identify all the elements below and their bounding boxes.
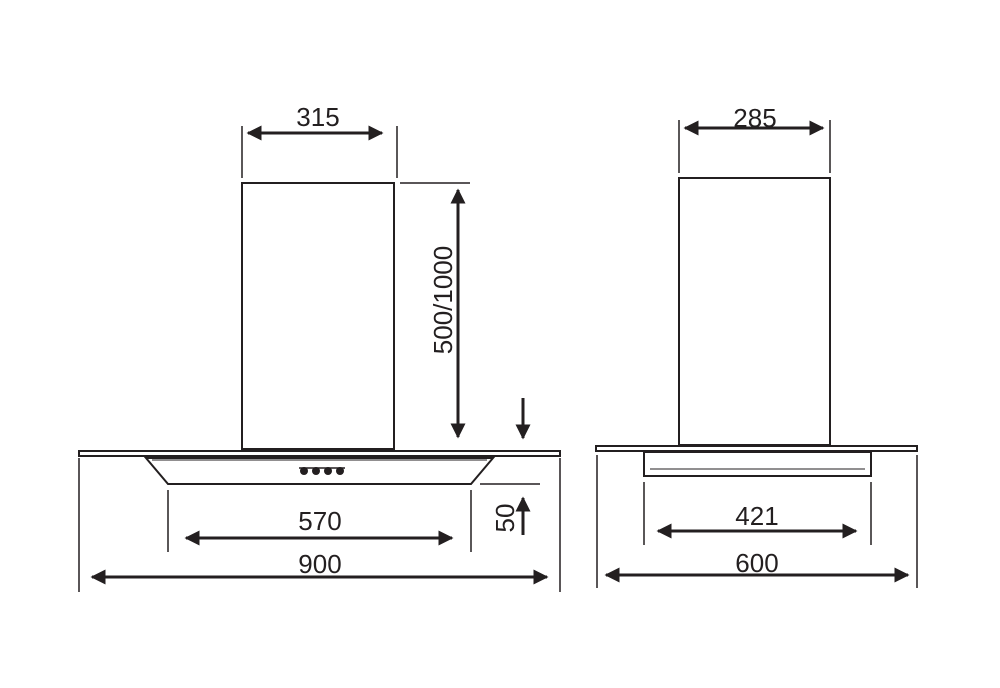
dim-chimney-height: 500/1000	[400, 182, 470, 439]
front-control-panel	[143, 457, 496, 485]
control-buttons	[299, 467, 345, 475]
dim-panel-width: 570	[167, 490, 472, 552]
side-glass-canopy	[595, 445, 918, 452]
overall-depth-label: 600	[735, 548, 778, 578]
side-chimney	[678, 177, 831, 446]
side-lower-body	[643, 451, 872, 477]
chimney-height-label: 500/1000	[428, 246, 458, 354]
panel-width-label: 570	[298, 506, 341, 536]
side-view: 285 421 600	[595, 103, 918, 588]
dim-overall-depth: 600	[596, 455, 918, 588]
front-view: 315 500/1000 50 570 900	[78, 102, 561, 592]
chimney-width-label: 315	[296, 102, 339, 132]
dim-overall-width: 900	[78, 458, 561, 592]
dim-chimney-depth: 285	[678, 103, 831, 173]
button-icon	[312, 467, 320, 475]
button-icon	[324, 467, 332, 475]
overall-width-label: 900	[298, 549, 341, 579]
button-icon	[300, 467, 308, 475]
front-chimney	[241, 182, 395, 450]
chimney-depth-label: 285	[733, 103, 776, 133]
button-icon	[336, 467, 344, 475]
front-glass-canopy	[78, 450, 561, 457]
panel-depth-label: 421	[735, 501, 778, 531]
dim-panel-depth: 421	[643, 482, 872, 545]
dim-chimney-width: 315	[241, 102, 398, 178]
dim-glass-thickness: 50	[480, 398, 540, 535]
glass-thickness-label: 50	[490, 504, 520, 533]
